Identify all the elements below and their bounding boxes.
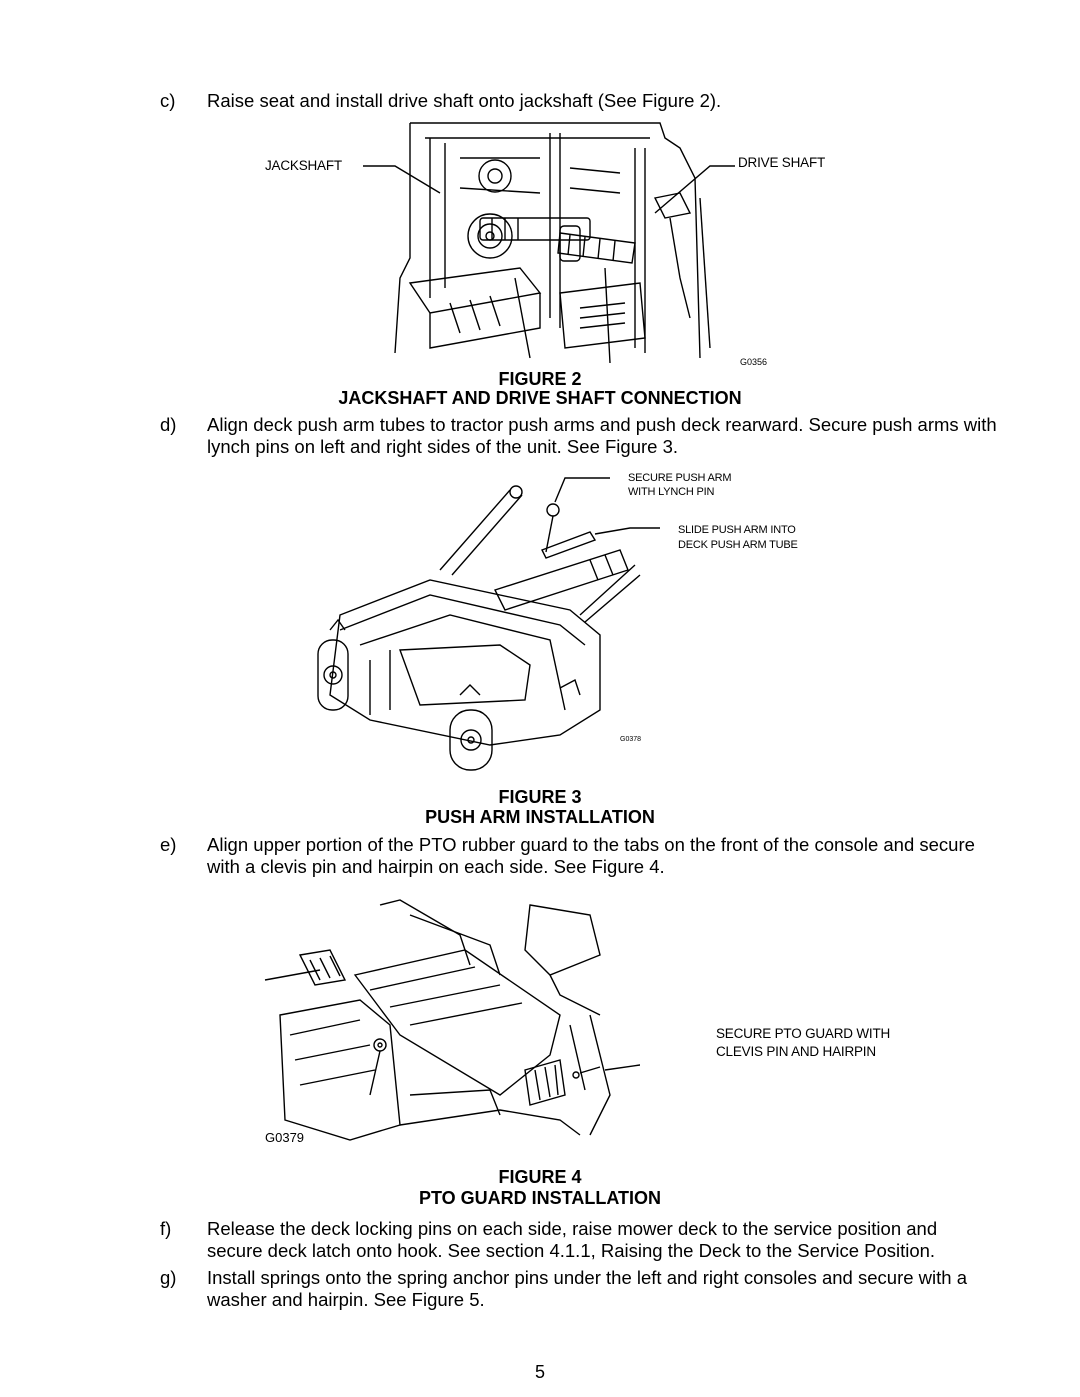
- figure-4-title: PTO GUARD INSTALLATION: [419, 1188, 661, 1208]
- secure-pto-guard-label-line2: CLEVIS PIN AND HAIRPIN: [716, 1044, 876, 1059]
- step-text: Align deck push arm tubes to tractor pus…: [207, 414, 997, 457]
- step-letter: g): [160, 1267, 177, 1288]
- step-letter: f): [160, 1218, 172, 1239]
- figure-3-title: PUSH ARM INSTALLATION: [425, 807, 655, 827]
- page-number: 5: [534, 1362, 545, 1382]
- secure-push-arm-label-line1: SECURE PUSH ARM: [628, 472, 732, 484]
- step-letter: e): [160, 834, 177, 855]
- figure-4-number: FIGURE 4: [498, 1167, 582, 1187]
- step-text: Align upper portion of the PTO rubber gu…: [207, 834, 975, 877]
- figure-4-code: G0379: [265, 1130, 305, 1145]
- slide-push-arm-label-line2: DECK PUSH ARM TUBE: [678, 539, 798, 551]
- step-text: Raise seat and install drive shaft onto …: [207, 90, 722, 111]
- step-letter: c): [160, 90, 176, 111]
- step-letter: d): [160, 414, 177, 435]
- pto-guard-drawing: [264, 899, 640, 1141]
- figure-3-code: G0378: [620, 736, 642, 743]
- step-text: Install springs onto the spring anchor p…: [207, 1267, 967, 1310]
- step-text: Release the deck locking pins on each si…: [207, 1218, 938, 1261]
- slide-push-arm-label-line1: SLIDE PUSH ARM INTO: [678, 524, 796, 536]
- figure-3-illustration: [310, 470, 660, 780]
- secure-pto-guard-label-line1: SECURE PTO GUARD WITH: [716, 1026, 891, 1041]
- figure-2-title: JACKSHAFT AND DRIVE SHAFT CONNECTION: [338, 388, 742, 408]
- figure-4-illustration: [260, 895, 640, 1155]
- figure-2-number: FIGURE 2: [498, 369, 582, 389]
- push-arm-drawing: [317, 477, 660, 771]
- jackshaft-label: JACKSHAFT: [265, 158, 342, 173]
- drive-shaft-label: DRIVE SHAFT: [738, 155, 826, 170]
- figure-2-code: G0356: [740, 357, 768, 367]
- secure-push-arm-label-line2: WITH LYNCH PIN: [628, 486, 715, 498]
- jackshaft-drive-shaft-drawing: [363, 122, 735, 364]
- figure-3-number: FIGURE 3: [498, 787, 582, 807]
- figure-2-illustration: [260, 118, 840, 368]
